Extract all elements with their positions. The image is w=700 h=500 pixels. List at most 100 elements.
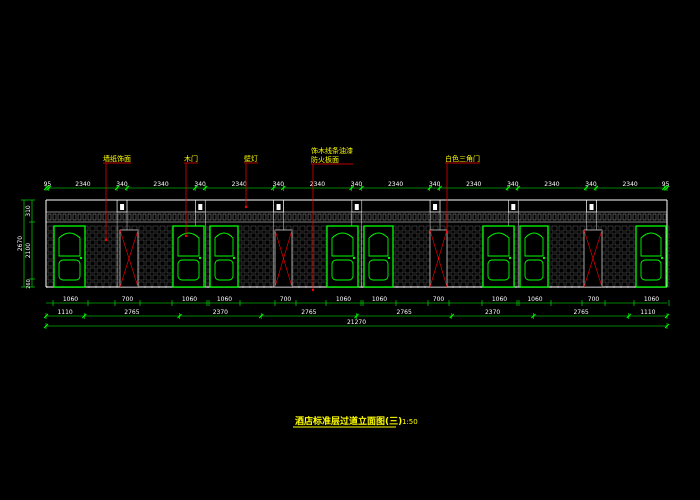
wallpaper-tile xyxy=(418,267,425,274)
row2-dim-slash xyxy=(664,313,670,319)
frieze-pattern xyxy=(57,213,62,221)
wallpaper-tile xyxy=(411,239,418,246)
top-dim-slash xyxy=(359,185,364,191)
wallpaper-tile xyxy=(243,260,250,267)
wallpaper-tile xyxy=(579,225,586,232)
door-panel-lower xyxy=(487,259,510,281)
wallpaper-tile xyxy=(166,232,173,239)
wallpaper-tile xyxy=(607,225,614,232)
row2-dim-label: 2765 xyxy=(301,309,316,316)
row2-dim-slash xyxy=(626,313,632,319)
wallpaper-tile xyxy=(320,246,327,253)
row2-dim-slash xyxy=(177,313,182,319)
frieze-pattern xyxy=(332,213,337,221)
wallpaper-tile xyxy=(257,274,264,281)
wallpaper-tile xyxy=(614,253,621,260)
frieze-pattern xyxy=(92,213,97,221)
frieze-pattern xyxy=(242,213,247,221)
door-leaf xyxy=(482,225,515,288)
frieze-pattern xyxy=(652,213,657,221)
wallpaper-tile xyxy=(411,232,418,239)
wallpaper-tile xyxy=(474,281,481,288)
drawing-scale: 1:50 xyxy=(402,418,418,426)
wallpaper-tile xyxy=(551,239,558,246)
wallpaper-tile xyxy=(264,274,271,281)
frieze-pattern xyxy=(512,213,517,221)
wallpaper-tile xyxy=(110,239,117,246)
frieze-pattern xyxy=(267,213,272,221)
wallpaper-tile xyxy=(89,253,96,260)
frieze-pattern xyxy=(217,213,222,221)
wallpaper-tile xyxy=(138,281,145,288)
wallpaper-tile xyxy=(418,232,425,239)
frieze-pattern xyxy=(252,213,257,221)
wallpaper-tile xyxy=(446,232,453,239)
frieze-pattern xyxy=(372,213,377,221)
wallpaper-tile xyxy=(257,267,264,274)
wallpaper-tile xyxy=(292,281,299,288)
frieze-pattern xyxy=(297,213,302,221)
frieze-pattern xyxy=(232,213,237,221)
wallpaper-tile xyxy=(467,225,474,232)
row2-dim-label: 2765 xyxy=(573,309,588,316)
wallpaper-tile xyxy=(145,274,152,281)
frieze-pattern xyxy=(632,213,637,221)
wallpaper-tile xyxy=(628,232,635,239)
top-dim-label: 95 xyxy=(662,181,670,188)
total-dim-label: 21270 xyxy=(347,319,366,326)
wallpaper-tile xyxy=(96,274,103,281)
wallpaper-tile xyxy=(551,260,558,267)
wallpaper-tile xyxy=(110,274,117,281)
wallpaper-tile xyxy=(138,253,145,260)
callout-dot-icon xyxy=(445,230,449,234)
wallpaper-tile xyxy=(418,274,425,281)
wallpaper-tile xyxy=(306,253,313,260)
wallpaper-tile xyxy=(460,239,467,246)
row2-dim-slash xyxy=(449,313,455,319)
wallpaper-tile xyxy=(453,246,460,253)
wallpaper-tile xyxy=(96,232,103,239)
wallpaper-tile xyxy=(446,253,453,260)
wallpaper-tile xyxy=(467,274,474,281)
wallpaper-tile xyxy=(621,232,628,239)
wallpaper-tile xyxy=(264,225,271,232)
frieze-pattern xyxy=(557,213,562,221)
wallpaper-tile xyxy=(313,267,320,274)
frieze-pattern xyxy=(532,213,537,221)
wallpaper-tile xyxy=(159,274,166,281)
top-dim-slash xyxy=(505,185,511,191)
drawing-title: 酒店标准层过道立面图(三) xyxy=(295,415,402,427)
wallpaper-tile xyxy=(243,232,250,239)
wallpaper-tile xyxy=(460,225,467,232)
frieze-pattern xyxy=(442,213,447,221)
frieze-pattern xyxy=(582,213,587,221)
wallpaper-tile xyxy=(299,232,306,239)
wallpaper-tile xyxy=(460,246,467,253)
wallpaper-tile xyxy=(404,225,411,232)
frieze-pattern xyxy=(567,213,572,221)
wallpaper-tile xyxy=(110,281,117,288)
total-dim-slash xyxy=(43,323,49,329)
wallpaper-tile xyxy=(103,274,110,281)
wallpaper-tile xyxy=(551,246,558,253)
frieze-pattern xyxy=(502,213,507,221)
wallpaper-tile xyxy=(453,225,460,232)
door-leaf xyxy=(363,225,394,288)
wallpaper-tile xyxy=(306,246,313,253)
frieze-pattern xyxy=(402,213,407,221)
frieze-pattern xyxy=(182,213,187,221)
frieze-pattern xyxy=(137,213,142,221)
wallpaper-tile xyxy=(166,274,173,281)
frieze-pattern xyxy=(497,213,502,221)
wallpaper-tile xyxy=(152,260,159,267)
wallpaper-tile xyxy=(47,253,54,260)
top-dim-slash xyxy=(271,185,276,191)
wallpaper-tile xyxy=(418,225,425,232)
frieze-pattern xyxy=(642,213,647,221)
wallpaper-tile xyxy=(558,260,565,267)
wallpaper-tile xyxy=(551,274,558,281)
wallpaper-tile xyxy=(551,225,558,232)
door-leaf xyxy=(53,225,86,288)
wallpaper-tile xyxy=(166,281,173,288)
wallpaper-tile xyxy=(467,260,474,267)
